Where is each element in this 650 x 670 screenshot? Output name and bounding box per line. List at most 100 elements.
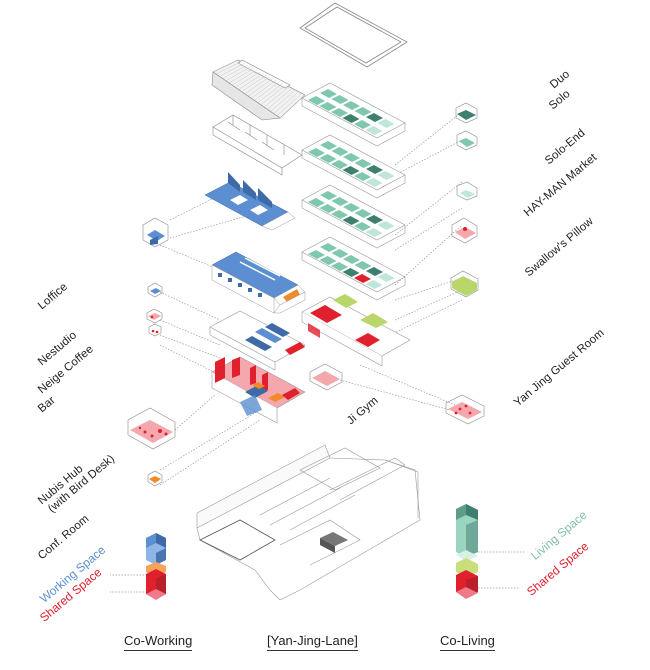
- room: [343, 101, 360, 110]
- roof-hatch-line: [273, 91, 299, 114]
- room: [366, 215, 383, 224]
- roof-hatch-line: [222, 64, 248, 79]
- roof-hatch-line: [270, 89, 296, 112]
- room: [342, 216, 360, 225]
- roof-hatch-line: [216, 61, 242, 75]
- room: [343, 153, 360, 162]
- room: [354, 120, 371, 129]
- roof-hatch-line: [232, 69, 258, 86]
- room: [331, 160, 348, 169]
- loffice-unit: [142, 217, 169, 248]
- swallows-pillow-unit: [450, 270, 479, 298]
- room: [319, 204, 337, 213]
- roof-hatch-line: [241, 74, 267, 92]
- title-coliving: Co-Living: [440, 633, 495, 651]
- title-yan-jing-lane: [Yan-Jing-Lane]: [267, 633, 358, 651]
- room: [342, 114, 360, 123]
- nestudio-floor: [209, 310, 306, 371]
- room: [331, 95, 349, 104]
- floor-wall: [301, 252, 406, 301]
- room: [354, 222, 371, 231]
- pitched-roof: [211, 59, 306, 121]
- solo-end-unit: [456, 181, 478, 201]
- coliving-shared-floor: [301, 294, 411, 367]
- roof-hatch-line: [244, 76, 271, 95]
- floor-slab: [301, 134, 406, 191]
- room: [365, 178, 383, 187]
- roof-hatch-line: [263, 86, 290, 108]
- room: [377, 273, 395, 282]
- room: [365, 228, 383, 237]
- roof-hatch-line: [260, 84, 286, 106]
- room: [320, 191, 337, 200]
- room: [319, 256, 337, 265]
- solo-unit: [456, 130, 478, 151]
- room: [331, 147, 349, 156]
- roof-hatch-line: [225, 66, 251, 81]
- ji-gym-unit: [309, 363, 343, 391]
- room: [354, 209, 372, 218]
- room: [319, 102, 337, 111]
- room: [342, 268, 360, 277]
- room: [342, 166, 360, 175]
- living-floor-3: [301, 184, 406, 249]
- room: [331, 262, 348, 271]
- room: [366, 165, 383, 174]
- roof-hatch-line: [257, 83, 283, 103]
- room: [377, 119, 395, 128]
- room: [320, 141, 337, 150]
- room: [354, 172, 371, 181]
- floor-slab: [301, 184, 406, 241]
- roof-hatch-line: [267, 88, 293, 110]
- roof-hatch-line: [228, 68, 255, 84]
- loffice-upper-floor: [204, 172, 296, 231]
- coworking-legend-stack: [146, 533, 166, 600]
- yan-jing-guest-room-unit: [445, 394, 485, 425]
- roof-hatch-line: [251, 79, 277, 99]
- coworking-small-blue-unit: [147, 282, 163, 298]
- nubis-hub-unit: [127, 407, 176, 450]
- roof-hatch-line: [276, 93, 302, 116]
- roof-hatch-line: [235, 71, 261, 88]
- room: [320, 89, 337, 98]
- roof-hatch-line: [238, 73, 264, 90]
- room: [377, 171, 395, 180]
- roof-slab: [299, 2, 408, 68]
- roof-hatch-line: [212, 59, 239, 73]
- room: [331, 197, 349, 206]
- living-floor-4: [301, 236, 406, 301]
- floor-slab: [301, 236, 406, 293]
- room: [354, 107, 372, 116]
- room: [331, 249, 349, 258]
- connector-lines: [110, 111, 525, 593]
- roof-hatch-line: [279, 94, 306, 119]
- room: [354, 274, 371, 283]
- roof-truss: [212, 114, 303, 176]
- room: [365, 126, 383, 135]
- roof-hatch: [212, 59, 306, 119]
- nestudio-unit: [146, 308, 163, 324]
- room: [308, 198, 325, 207]
- room: [343, 255, 360, 264]
- coworking-main-floor: [211, 251, 306, 314]
- room: [366, 113, 383, 122]
- room: [308, 96, 325, 105]
- room: [377, 221, 395, 230]
- living-floor-2: [301, 134, 406, 199]
- yan-jing-lane-ground-floor: [196, 444, 421, 601]
- shared-ground-floor: [211, 356, 306, 424]
- living-floor-1: [301, 82, 406, 147]
- neige-coffee-unit: [148, 323, 162, 337]
- room: [319, 154, 337, 163]
- room: [354, 261, 372, 270]
- floor-wall: [301, 98, 406, 147]
- roof-hatch-line: [254, 81, 280, 101]
- room: [320, 243, 337, 252]
- lane-gate: [320, 532, 348, 553]
- title-coworking: Co-Working: [124, 633, 193, 651]
- room: [331, 210, 348, 219]
- roof-hatch-line: [219, 63, 245, 77]
- hayman-market-unit: [451, 217, 478, 244]
- duo-unit: [455, 102, 478, 124]
